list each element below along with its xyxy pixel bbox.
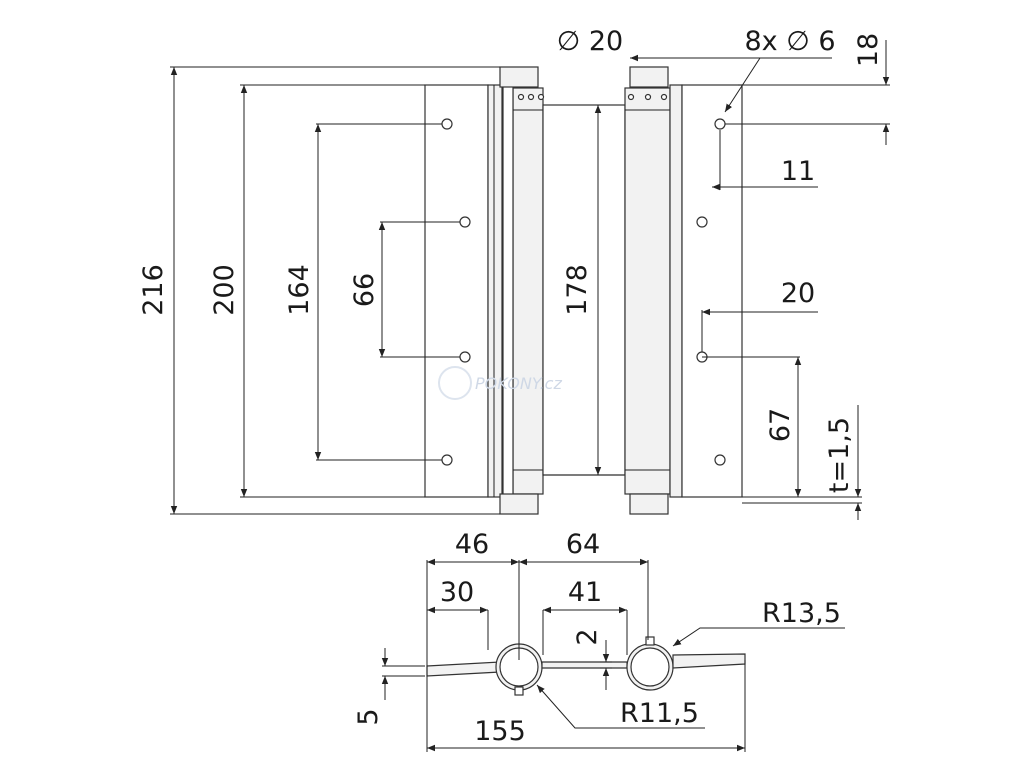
dim-64: 64 [566, 529, 600, 560]
screw-hole [696, 216, 708, 228]
screw-hole [459, 216, 471, 228]
dim-20: 20 [781, 278, 815, 309]
dim-18: 18 [853, 33, 884, 67]
dim-30: 30 [440, 577, 474, 608]
front-view: 216 200 164 66 178 18 67 t=1,5 ∅ 20 8x ∅… [138, 26, 890, 520]
watermark: POKONY.cz [475, 374, 562, 393]
left-pin-bottom [499, 493, 539, 515]
right-leaf-profile [672, 653, 746, 669]
leader-holes [724, 57, 761, 113]
watermark-logo [438, 366, 472, 400]
left-leaf-flange [487, 84, 503, 498]
leader-r13-5 [672, 627, 845, 647]
right-spring-barrel [624, 87, 671, 495]
screw-hole [714, 118, 726, 130]
center-connector [541, 661, 628, 669]
dim-46: 46 [455, 529, 489, 560]
center-bridge [542, 104, 626, 476]
dim-200: 200 [209, 264, 240, 316]
right-leaf-flange [669, 84, 683, 498]
dim-pin-diameter: ∅ 20 [557, 26, 623, 57]
dim-216: 216 [138, 264, 169, 316]
dim-155: 155 [474, 716, 526, 747]
screw-hole [714, 454, 726, 466]
dim-holes: 8x ∅ 6 [744, 26, 835, 57]
dim-164: 164 [284, 264, 315, 316]
dim-r11-5: R11,5 [620, 698, 699, 729]
screw-hole [441, 118, 453, 130]
right-leaf [681, 84, 743, 498]
left-leaf [424, 84, 489, 498]
dim-r13-5: R13,5 [762, 598, 841, 629]
dim-66: 66 [349, 273, 380, 307]
dim-67: 67 [765, 408, 796, 442]
left-spring-barrel [512, 87, 544, 495]
right-pin-top [629, 66, 669, 88]
dim-178: 178 [562, 264, 593, 316]
dim-5: 5 [353, 708, 384, 725]
dim-2: 2 [572, 628, 603, 645]
leader-r11-5 [536, 684, 705, 729]
dim-41: 41 [568, 577, 602, 608]
screw-hole [459, 351, 471, 363]
top-view: 46 64 30 41 2 5 R13,5 R11,5 155 [353, 529, 845, 752]
right-pin-bottom [629, 493, 669, 515]
screw-hole [441, 454, 453, 466]
left-pin-top [499, 66, 539, 88]
dim-thickness: t=1,5 [824, 417, 855, 493]
left-leaf-profile [426, 661, 501, 677]
dim-11: 11 [781, 156, 815, 187]
